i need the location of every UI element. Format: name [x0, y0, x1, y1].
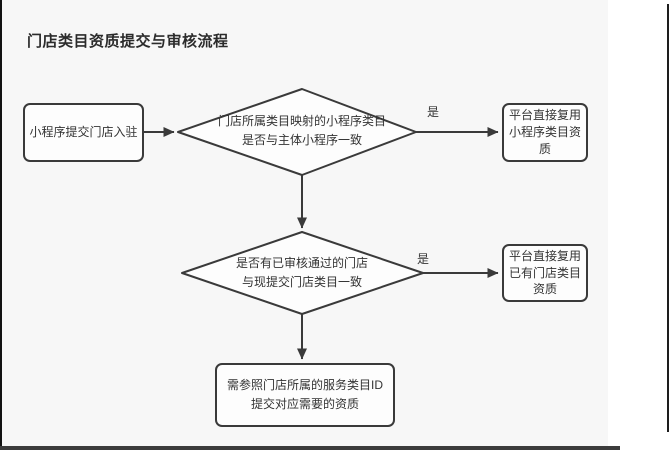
window-left-border [0, 0, 2, 450]
decision-store-match-label: 是否有已审核通过的门店与现提交门店类目一致 [235, 256, 368, 290]
window-bottom-border [0, 446, 620, 450]
node-start-miniprogram-store-entry: 小程序提交门店入驻 [23, 103, 144, 162]
diagram-title: 门店类目资质提交与审核流程 [27, 33, 229, 50]
node-reuse-store-qualification: 平台直接复用已有门店类目资质 [502, 244, 588, 302]
edge-label-yes-decision2: 是 [417, 252, 430, 266]
node-reuse-miniprogram-qualification: 平台直接复用小程序类目资质 [502, 103, 588, 162]
edge-label-yes-decision1: 是 [427, 105, 440, 119]
decision-category-match-label: 门店所属类目映射的小程序类目是否与主体小程序一致 [217, 114, 386, 148]
page-right-edge-line [667, 4, 669, 432]
